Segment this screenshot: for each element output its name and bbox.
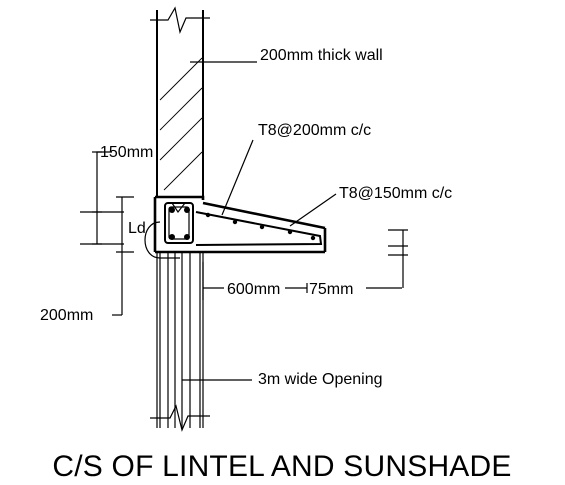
wall-below	[150, 252, 210, 432]
label-dim-600: 600mm	[227, 281, 280, 298]
label-ld: Ld	[128, 220, 146, 237]
dimension-lines	[80, 151, 408, 316]
label-opening: 3m wide Opening	[258, 371, 383, 388]
label-dim-200: 200mm	[40, 307, 93, 324]
wall-above	[150, 6, 210, 197]
label-dim-150: 150mm	[100, 144, 153, 161]
label-distribution-bar: T8@150mm c/c	[339, 185, 452, 202]
leaders	[182, 61, 337, 381]
label-top-bar: T8@200mm c/c	[258, 122, 371, 139]
lintel-and-slab	[153, 195, 327, 254]
label-dim-75: 75mm	[309, 281, 353, 298]
drawing-title: C/S OF LINTEL AND SUNSHADE	[52, 450, 511, 483]
label-wall: 200mm thick wall	[260, 47, 383, 64]
